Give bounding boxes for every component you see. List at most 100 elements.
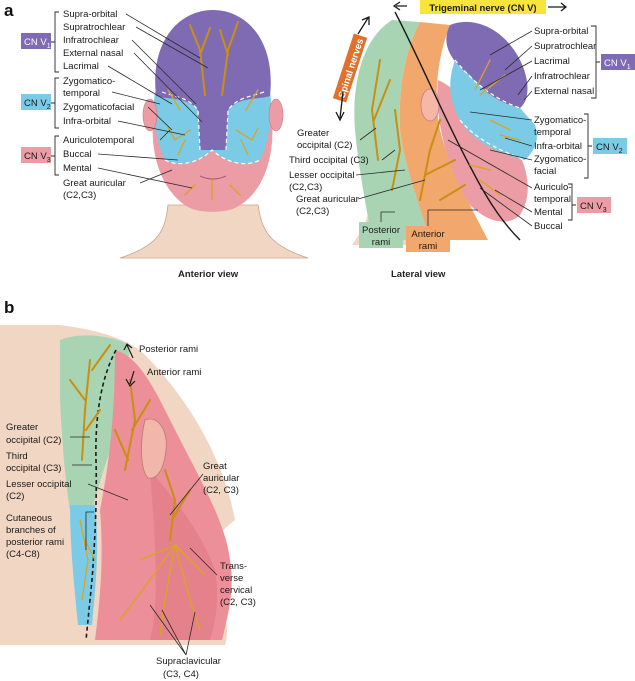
- anterior-rami-box: Anterior rami: [406, 209, 478, 252]
- anterior-v1-region: [155, 10, 271, 150]
- label-supratrochlear: Supratrochlear: [63, 22, 125, 33]
- label-lat-lesser-occipital-1: Lesser occipital: [289, 170, 354, 181]
- panel-b-leaders: [70, 343, 218, 656]
- label-infra-orbital: Infra-orbital: [63, 116, 111, 127]
- label-lat-greater-occipital-1: Greater: [297, 128, 329, 139]
- label-b-supraclavicular-1: Supraclavicular: [156, 656, 221, 667]
- lateral-anterior-rami-region: [399, 22, 488, 240]
- label-lat-zygomaticofacial-1: Zygomatico-: [534, 154, 586, 165]
- label-zygomaticotemporal-1: Zygomatico-: [63, 76, 115, 87]
- label-lat-zygomaticotemporal-1: Zygomatico-: [534, 115, 586, 126]
- label-b-transverse-3: cervical: [220, 585, 252, 596]
- trigeminal-banner-label: Trigeminal nerve (CN V): [429, 3, 536, 14]
- lateral-left-leaders: [355, 127, 426, 200]
- trigeminal-nerve-banner: Trigeminal nerve (CN V): [392, 0, 568, 14]
- label-lat-great-auricular-1: Great auricular: [296, 194, 359, 205]
- label-b-supraclavicular-2: (C3, C4): [163, 669, 199, 680]
- posterior-rami-box: Posterior rami: [359, 211, 403, 248]
- label-great-auricular-2: (C2,C3): [63, 190, 96, 201]
- label-b-great-auricular-3: (C2, C3): [203, 485, 239, 496]
- label-b-lesser-occipital-2: (C2): [6, 491, 24, 502]
- anterior-neck: [119, 204, 309, 259]
- anterior-cn-v3-tag: CN V3: [21, 147, 51, 164]
- label-lat-zygomaticotemporal-2: temporal: [534, 127, 571, 138]
- label-lat-great-auricular-2: (C2,C3): [296, 206, 329, 217]
- label-b-greater-occipital-1: Greater: [6, 422, 38, 433]
- label-lat-auriculotemporal-1: Auriculo-: [534, 182, 572, 193]
- label-lat-lacrimal: Lacrimal: [534, 56, 570, 67]
- svg-text:CN V2: CN V2: [596, 142, 623, 155]
- label-b-cutaneous-1: Cutaneous: [6, 513, 52, 524]
- panel-a-letter: a: [4, 1, 14, 20]
- label-buccal: Buccal: [63, 149, 92, 160]
- neck-illustration: [0, 325, 235, 645]
- label-b-greater-occipital-2: occipital (C2): [6, 435, 61, 446]
- lateral-cn-v2-tag: CN V2: [593, 138, 627, 155]
- svg-text:CN V3: CN V3: [24, 151, 51, 164]
- svg-text:CN V1: CN V1: [24, 37, 51, 50]
- label-lat-infra-orbital: Infra-orbital: [534, 141, 582, 152]
- label-lacrimal: Lacrimal: [63, 61, 99, 72]
- lateral-cn-v3-tag: CN V3: [577, 197, 611, 214]
- label-b-great-auricular-1: Great: [203, 461, 227, 472]
- label-b-third-occipital-1: Third: [6, 451, 28, 462]
- lateral-right-leaders: [447, 25, 600, 227]
- b-green-region: [60, 335, 130, 510]
- lateral-cn-v1-tag: CN V1: [601, 54, 635, 71]
- svg-text:CN V3: CN V3: [580, 201, 607, 214]
- label-lat-zygomaticofacial-2: facial: [534, 166, 556, 177]
- spinal-arrow-up: [357, 16, 370, 35]
- anterior-view-caption: Anterior view: [178, 269, 239, 280]
- label-lat-greater-occipital-2: occipital (C2): [297, 140, 352, 151]
- label-b-great-auricular-2: auricular: [203, 473, 239, 484]
- svg-text:Anterior: Anterior: [411, 229, 444, 240]
- label-zygomaticotemporal-2: temporal: [63, 88, 100, 99]
- label-infratrochlear: Infratrochlear: [63, 35, 119, 46]
- anterior-labels: Supra-orbital Supratrochlear Infratrochl…: [63, 9, 134, 201]
- lateral-right-labels: Supra-orbital Supratrochlear Lacrimal In…: [534, 26, 596, 232]
- label-lat-auriculotemporal-2: temporal: [534, 194, 571, 205]
- svg-text:rami: rami: [419, 241, 437, 252]
- anterior-cn-v1-tag: CN V1: [21, 33, 51, 50]
- label-b-cutaneous-3: posterior rami: [6, 537, 64, 548]
- svg-text:rami: rami: [372, 237, 390, 248]
- b-ear: [141, 418, 167, 479]
- label-b-cutaneous-2: branches of: [6, 525, 56, 536]
- label-lat-lesser-occipital-2: (C2,C3): [289, 182, 322, 193]
- label-lat-supra-orbital: Supra-orbital: [534, 26, 588, 37]
- svg-text:CN V1: CN V1: [604, 58, 631, 71]
- svg-text:CN V2: CN V2: [24, 98, 51, 111]
- label-supra-orbital: Supra-orbital: [63, 9, 117, 20]
- label-lat-buccal: Buccal: [534, 221, 563, 232]
- label-lat-supratrochlear: Supratrochlear: [534, 41, 596, 52]
- label-b-third-occipital-2: occipital (C3): [6, 463, 61, 474]
- label-b-transverse-1: Trans-: [220, 561, 247, 572]
- lateral-left-labels: Greater occipital (C2) Third occipital (…: [289, 128, 369, 217]
- lateral-view-caption: Lateral view: [391, 269, 446, 280]
- label-b-transverse-2: verse: [220, 573, 243, 584]
- lateral-posterior-rami-region: [354, 20, 430, 240]
- label-b-anterior-rami: Anterior rami: [147, 367, 201, 378]
- panel-b-letter: b: [4, 298, 14, 317]
- label-lat-mental: Mental: [534, 207, 563, 218]
- label-auriculotemporal: Auriculotemporal: [63, 135, 134, 146]
- label-b-cutaneous-4: (C4-C8): [6, 549, 40, 560]
- label-mental: Mental: [63, 163, 92, 174]
- label-great-auricular-1: Great auricular: [63, 178, 126, 189]
- svg-text:Posterior: Posterior: [362, 225, 400, 236]
- label-b-posterior-rami: Posterior rami: [139, 344, 198, 355]
- label-zygomaticofacial: Zygomaticofacial: [63, 102, 134, 113]
- b-dashed-divider: [85, 349, 117, 641]
- label-external-nasal: External nasal: [63, 48, 123, 59]
- anterior-cn-v2-tag: CN V2: [21, 94, 51, 111]
- spinal-arrow-down: [335, 91, 345, 122]
- label-lat-external-nasal: External nasal: [534, 86, 594, 97]
- panel-b-labels: Posterior rami Anterior rami Greater occ…: [6, 344, 256, 680]
- label-lat-infratrochlear: Infratrochlear: [534, 71, 590, 82]
- label-b-lesser-occipital-1: Lesser occipital: [6, 479, 71, 490]
- lateral-v2-region: [450, 60, 537, 160]
- label-lat-third-occipital: Third occipital (C3): [289, 155, 369, 166]
- anterior-head-illustration: [119, 10, 309, 259]
- anterior-leader-lines: [51, 11, 209, 189]
